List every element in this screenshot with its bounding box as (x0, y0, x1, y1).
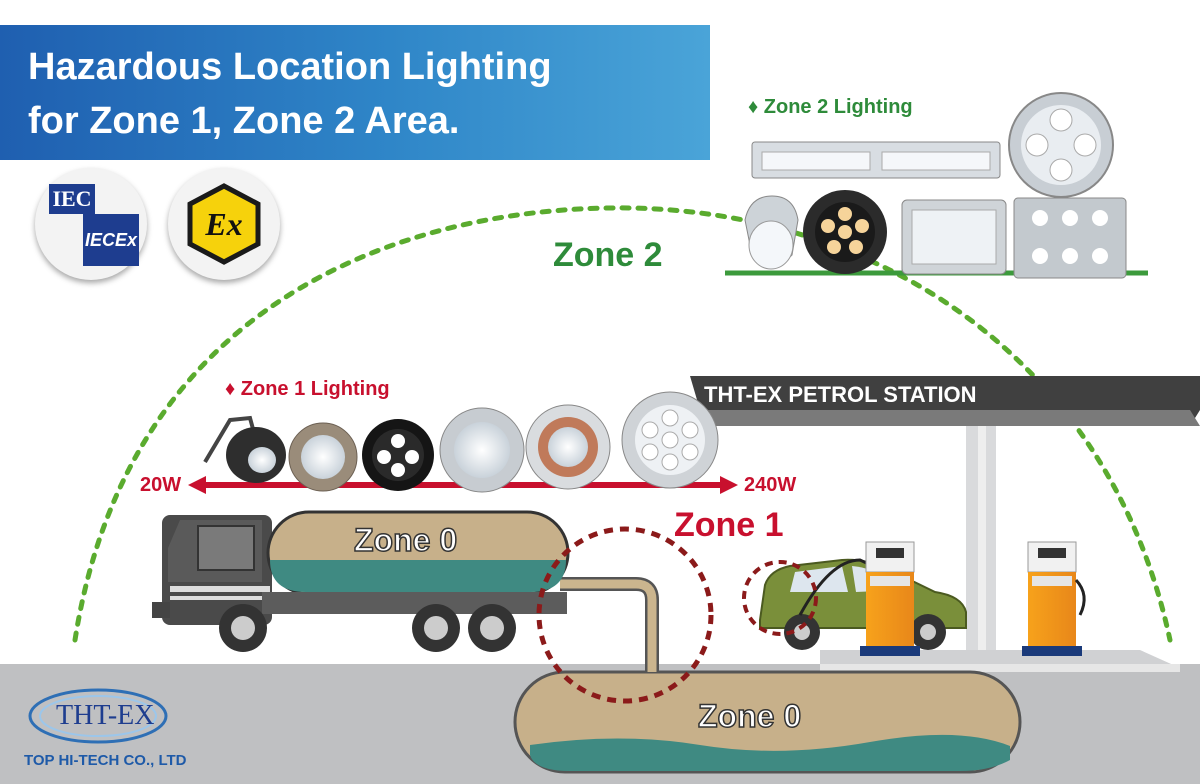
zone1-fixture-finned (288, 422, 358, 492)
ex-logo-text: Ex (205, 206, 243, 242)
zone2-label: Zone 2 (553, 236, 663, 274)
zone2-lighting-heading: ♦ Zone 2 Lighting (748, 96, 913, 118)
zone1-label: Zone 1 (674, 506, 784, 544)
zone1-fixtures (203, 391, 719, 493)
fuel-pump-1 (860, 541, 920, 656)
zone1-circle-car (742, 560, 818, 636)
zone1-circle-pipe (536, 526, 714, 704)
zone1-fixture-large (621, 391, 719, 489)
title-line-2: for Zone 1, Zone 2 Area. (28, 100, 460, 142)
iecex-logo: IECEx (83, 214, 139, 266)
station-name: THT-EX PETROL STATION (704, 382, 977, 407)
title-line-1: Hazardous Location Lighting (28, 46, 552, 88)
zone1-fixture-copper (525, 404, 611, 490)
car (759, 558, 967, 650)
company-name: TOP HI-TECH CO., LTD (24, 752, 187, 769)
ex-badge: Ex (168, 168, 280, 280)
zone1-fixture-bracket (203, 415, 286, 483)
zone2-fixtures (744, 92, 1127, 279)
fuel-pump-2 (1022, 541, 1086, 656)
zone1-fixture-black (362, 419, 434, 491)
iec-iecex-badge: IEC IECEx (35, 168, 147, 280)
zone0-tank-label: Zone 0 (697, 697, 802, 735)
fill-pipe (560, 577, 659, 672)
wattage-min: 20W (140, 474, 182, 496)
title-banner: Hazardous Location Lighting for Zone 1, … (0, 25, 710, 160)
company-logo-mark (28, 688, 168, 744)
zone1-lighting-heading: ♦ Zone 1 Lighting (225, 378, 390, 400)
tanker-truck (152, 510, 570, 652)
company-logo-text: THT-EX (56, 700, 155, 731)
zone1-fixture-silver (439, 407, 525, 493)
iec-logo: IEC (49, 184, 95, 214)
wattage-max: 240W (744, 474, 797, 496)
zone0-truck-label: Zone 0 (353, 521, 458, 559)
ex-hexagon-icon (187, 183, 261, 265)
